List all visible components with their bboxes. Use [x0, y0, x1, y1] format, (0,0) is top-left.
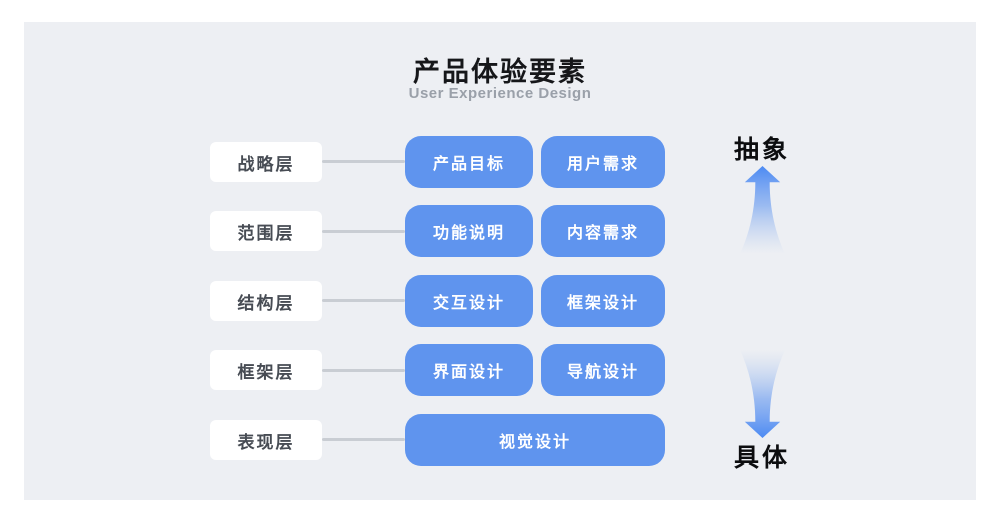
connector-line — [322, 299, 405, 302]
layer-label-scope: 范围层 — [210, 211, 322, 251]
node-visual-design: 视觉设计 — [405, 414, 665, 466]
layer-label-strategy: 战略层 — [210, 142, 322, 182]
node-interaction-design: 交互设计 — [405, 275, 533, 327]
connector-line — [322, 230, 405, 233]
node-interface-design: 界面设计 — [405, 344, 533, 396]
connector-line — [322, 438, 405, 441]
arrow-down-icon — [740, 350, 785, 438]
axis-label-concrete: 具体 — [733, 444, 790, 472]
node-user-needs: 用户需求 — [541, 136, 665, 188]
layer-label-skeleton: 框架层 — [210, 350, 322, 390]
axis-label-abstract: 抽象 — [733, 136, 790, 164]
connector-line — [322, 160, 405, 163]
node-content-requirements: 内容需求 — [541, 205, 665, 257]
layer-label-structure: 结构层 — [210, 281, 322, 321]
page-subtitle: User Experience Design — [408, 85, 592, 102]
node-framework-design: 框架设计 — [541, 275, 665, 327]
node-functional-specs: 功能说明 — [405, 205, 533, 257]
connector-line — [322, 369, 405, 372]
page-title: 产品体验要素 — [413, 57, 587, 87]
layer-label-surface: 表现层 — [210, 420, 322, 460]
node-product-goals: 产品目标 — [405, 136, 533, 188]
node-navigation-design: 导航设计 — [541, 344, 665, 396]
arrow-up-icon — [740, 166, 785, 254]
